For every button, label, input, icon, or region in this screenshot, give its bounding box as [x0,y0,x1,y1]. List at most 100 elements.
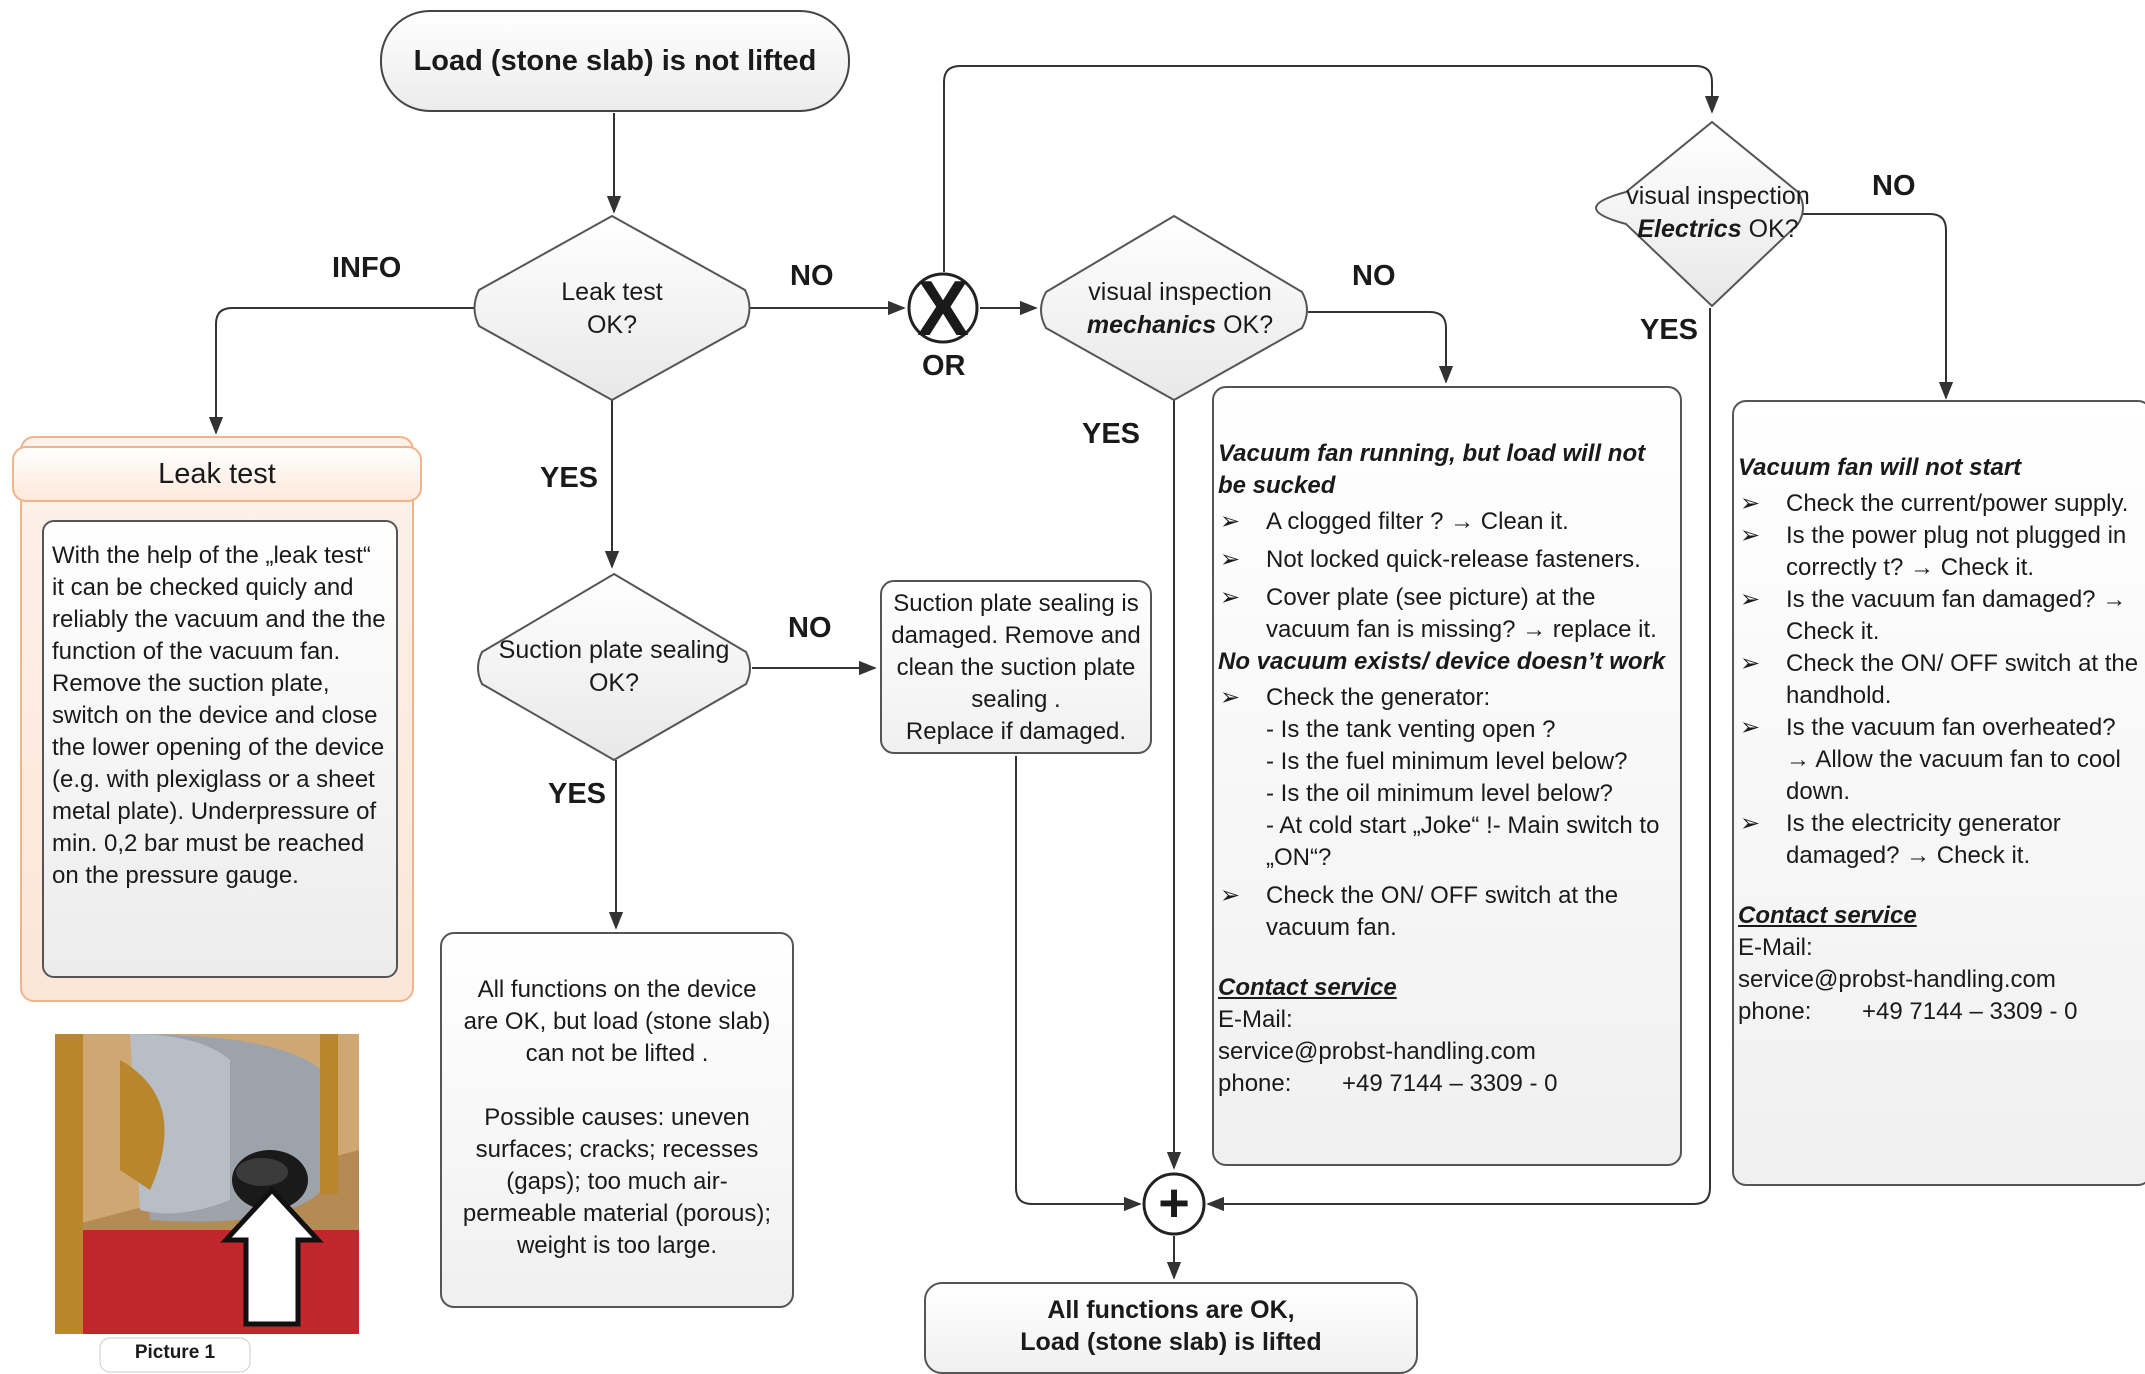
electrics-list: Check the current/power supply. Is the p… [1738,488,2139,872]
leak-test-line1: Leak test [561,278,663,306]
mechanics-panel: Vacuum fan running, but load will not be… [1212,398,1682,1100]
electrics-line2-emph: Electrics [1637,215,1742,243]
label-info: INFO [332,252,402,284]
suction-damaged-box: Suction plate sealing is damaged. Remove… [880,580,1152,754]
label-leak-yes: YES [540,462,599,494]
mechanics-line2-emph: mechanics [1086,311,1217,339]
mechanics-phone: phone: +49 7144 – 3309 - 0 [1218,1068,1676,1100]
electrics-phone: phone: +49 7144 – 3309 - 0 [1738,996,2139,1028]
mechanics-list-1: A clogged filter ? → Clean it. Not locke… [1218,506,1676,646]
all-ok-line: Possible causes: uneven [484,1104,750,1131]
or-gateway-symbol: X [916,264,970,352]
generator-sub: - At cold start „Joke“ !- Main switch to… [1266,812,1660,871]
all-ok-line: (gaps); too much air- [506,1168,728,1195]
all-ok-not-lifted-box: All functions on the device are OK, but … [440,932,794,1308]
electrics-phone-label: phone: [1738,998,1812,1025]
label-elec-no: NO [1872,170,1916,202]
all-ok-line: permeable material (porous); [462,1200,772,1227]
join-gateway [1142,1172,1206,1236]
label-leak-no: NO [790,260,834,292]
all-ok-line: are OK, but load (stone slab) [463,1008,771,1035]
end-line-2: Load (stone slab) is lifted [1020,1328,1322,1356]
generator-sub: - Is the oil minimum level below? [1266,780,1613,807]
leak-test-info-title: Leak test [12,446,422,502]
electrics-phone-number: +49 7144 – 3309 - 0 [1862,998,2078,1025]
start-node: Load (stone slab) is not lifted [380,10,850,112]
all-ok-line [442,1070,792,1102]
picture-caption: Picture 1 [134,1342,216,1363]
electrics-item: Is the vacuum fan overheated? → Allow th… [1738,712,2139,808]
all-ok-line: surfaces; cracks; recesses [475,1136,759,1163]
mechanics-line2-ok: OK? [1223,311,1274,339]
mechanics-email-label: E-Mail: [1218,1006,1293,1033]
edge-elec-yes [1206,308,1711,1212]
all-ok-not-lifted-text: All functions on the device are OK, but … [442,974,792,1262]
end-line-1: All functions are OK, [1047,1296,1295,1324]
leak-test-line2: OK? [586,311,638,339]
electrics-heading: Vacuum fan will not start [1738,454,2022,481]
electrics-label: visual inspection Electrics OK? [1598,180,1838,246]
mechanics-item: Not locked quick-release fasteners. [1218,544,1676,576]
electrics-line2-ok: OK? [1748,215,1799,243]
picture-1-illustration [55,1034,359,1373]
decision-leak-test [473,214,751,402]
leak-test-label: Leak test OK? [522,276,702,342]
electrics-contact-title: Contact service [1738,902,1917,929]
edge-damaged-join [1015,756,1142,1212]
decision-mechanics [1040,214,1308,402]
decision-suction-plate [477,572,751,762]
suction-plate-line1: Suction plate sealing [498,636,730,664]
mechanics-label: visual inspection mechanics OK? [1060,276,1300,342]
electrics-email-label: E-Mail: [1738,934,1813,961]
label-suction-no: NO [788,612,832,644]
edge-mech-no [1308,311,1454,384]
mechanics-phone-number: +49 7144 – 3309 - 0 [1342,1070,1558,1097]
suction-plate-label: Suction plate sealing OK? [474,634,754,700]
electrics-item: Is the electricity generator damaged? → … [1738,808,2139,872]
mechanics-list-2: Check the generator: - Is the tank venti… [1218,682,1676,944]
all-ok-line: can not be lifted . [525,1040,709,1067]
mechanics-line1: visual inspection [1088,278,1272,306]
all-ok-line: All functions on the device [477,976,757,1003]
suction-damaged-text: Suction plate sealing is damaged. Remove… [882,588,1150,748]
electrics-item: Is the vacuum fan damaged? → Check it. [1738,584,2139,648]
end-node: All functions are OK, Load (stone slab) … [924,1282,1418,1374]
label-mech-no: NO [1352,260,1396,292]
electrics-panel: Vacuum fan will not start Check the curr… [1732,412,2145,1028]
edge-leak-info [208,307,478,435]
suction-damaged-line: clean the suction plate [896,654,1136,681]
or-gateway [907,272,979,344]
edge-elec-no [1798,213,1954,400]
mechanics-item-generator: Check the generator: - Is the tank venti… [1218,682,1676,874]
suction-damaged-line: Replace if damaged. [905,718,1127,745]
edge-or-electrics [943,65,1720,272]
mechanics-heading-1: Vacuum fan running, but load will not be… [1218,440,1646,499]
electrics-item: Check the ON/ OFF switch at the handhold… [1738,648,2139,712]
mechanics-item: Check the ON/ OFF switch at the vacuum f… [1218,880,1676,944]
electrics-line1: visual inspection [1626,182,1810,210]
electrics-email[interactable]: service@probst-handling.com [1738,966,2056,993]
mechanics-item: Cover plate (see picture) at the vacuum … [1218,582,1676,646]
suction-damaged-line: sealing . [971,686,1061,713]
mechanics-phone-label: phone: [1218,1070,1292,1097]
electrics-item: Check the current/power supply. [1738,488,2139,520]
decision-electrics [1595,120,1804,308]
generator-sub: - Is the fuel minimum level below? [1266,748,1628,775]
mechanics-heading-2: No vacuum exists/ device doesn’t work [1218,648,1666,675]
leak-test-info-body: With the help of the „leak test“ it can … [42,520,398,978]
label-suction-yes: YES [548,778,607,810]
label-mech-yes: YES [1082,418,1141,450]
generator-label: Check the generator: [1266,684,1491,711]
generator-sub: - Is the tank venting open ? [1266,716,1556,743]
mechanics-email[interactable]: service@probst-handling.com [1218,1038,1536,1065]
suction-damaged-line: damaged. Remove and [891,622,1141,649]
mechanics-contact-title: Contact service [1218,974,1397,1001]
join-gateway-symbol: + [1158,1173,1190,1233]
electrics-item: Is the power plug not plugged in correct… [1738,520,2139,584]
all-ok-line: weight is too large. [516,1232,718,1259]
end-node-text: All functions are OK, Load (stone slab) … [926,1294,1416,1358]
suction-damaged-line: Suction plate sealing is [893,590,1139,617]
suction-plate-line2: OK? [588,669,640,697]
mechanics-item: A clogged filter ? → Clean it. [1218,506,1676,538]
